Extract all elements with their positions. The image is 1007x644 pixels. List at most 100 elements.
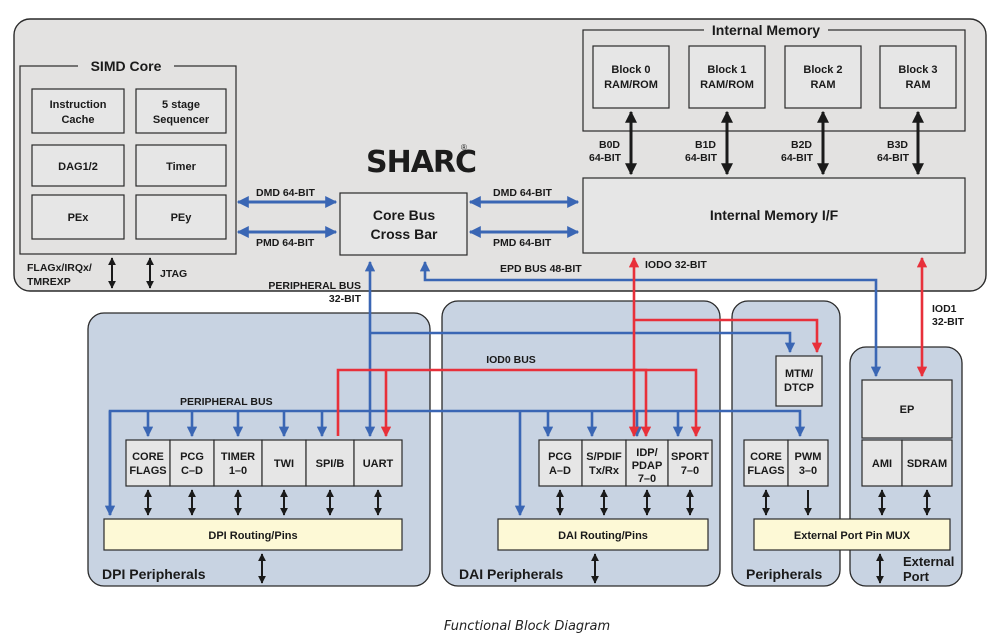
- svg-text:DTCP: DTCP: [784, 382, 814, 394]
- external-port-title-2: Port: [903, 569, 930, 584]
- svg-text:7–0: 7–0: [638, 473, 656, 485]
- iod1-width: 32-BIT: [932, 316, 965, 328]
- dag-block: DAG1/2: [31, 144, 125, 187]
- svg-text:SPORT: SPORT: [671, 451, 709, 463]
- b0d-width: 64-BIT: [589, 152, 622, 164]
- timer-block: Timer: [135, 144, 227, 187]
- internal-memory-interface: Internal Memory I/F: [582, 177, 966, 254]
- svg-text:C–D: C–D: [181, 465, 203, 477]
- dpi-routing-pins: DPI Routing/Pins: [103, 518, 403, 551]
- memory-block-1: Block 1 RAM/ROM: [688, 45, 766, 109]
- instruction-cache-block: Instruction Cache: [31, 88, 125, 134]
- dpi-uart-block: UART: [353, 439, 403, 487]
- registered-mark: ®: [461, 143, 467, 152]
- svg-text:TIMER: TIMER: [221, 451, 255, 463]
- dpi-core-flags-block: CORE FLAGS: [125, 439, 171, 487]
- pin-arrows: [144, 489, 931, 584]
- svg-text:PEx: PEx: [68, 212, 90, 224]
- internal-memory-title: Internal Memory: [712, 22, 820, 38]
- dpi-timer-block: TIMER 1–0: [213, 439, 263, 487]
- svg-text:5 stage: 5 stage: [162, 99, 200, 111]
- b0d-label: B0D: [599, 139, 620, 151]
- svg-text:PEy: PEy: [171, 212, 193, 224]
- svg-text:External Port Pin MUX: External Port Pin MUX: [794, 530, 911, 542]
- svg-text:PWM: PWM: [795, 451, 822, 463]
- peripherals-title: Peripherals: [746, 566, 822, 582]
- dai-spdif-block: S/PDIF Tx/Rx: [581, 439, 627, 487]
- svg-text:Core Bus: Core Bus: [373, 207, 435, 223]
- dai-peripherals-title: DAI Peripherals: [459, 566, 563, 582]
- memory-block-3: Block 3 RAM: [879, 45, 957, 109]
- core-bus-crossbar: Core Bus Cross Bar: [339, 192, 468, 256]
- b1d-width: 64-BIT: [685, 152, 718, 164]
- dai-pcg-block: PCG A–D: [538, 439, 583, 487]
- dai-idp-block: IDP/ PDAP 7–0: [625, 439, 669, 487]
- svg-text:S/PDIF: S/PDIF: [586, 451, 622, 463]
- svg-text:CORE: CORE: [132, 451, 164, 463]
- b2d-label: B2D: [791, 139, 812, 151]
- external-port-pin-mux: External Port Pin MUX: [753, 518, 951, 551]
- peripheral-bus-width: 32-BIT: [329, 293, 362, 305]
- svg-text:DAI Routing/Pins: DAI Routing/Pins: [558, 530, 648, 542]
- dai-sport-block: SPORT 7–0: [667, 439, 713, 487]
- dmd-right-label: DMD 64-BIT: [493, 187, 553, 199]
- ep-block: EP: [861, 379, 953, 439]
- memory-block-2: Block 2 RAM: [784, 45, 862, 109]
- dpi-twi-block: TWI: [261, 439, 307, 487]
- iod1-label: IOD1: [932, 303, 957, 315]
- svg-text:UART: UART: [363, 458, 394, 470]
- dpi-pcg-block: PCG C–D: [169, 439, 215, 487]
- svg-text:PDAP: PDAP: [632, 460, 663, 472]
- svg-text:FLAGS: FLAGS: [129, 465, 166, 477]
- figure-caption: Functional Block Diagram: [444, 619, 610, 634]
- inner-peripheral-bus-label: PERIPHERAL BUS: [180, 396, 273, 408]
- peripheral-bus-lines: [104, 260, 882, 517]
- dmd-left-label: DMD 64-BIT: [256, 187, 316, 199]
- simd-core-title: SIMD Core: [91, 58, 162, 74]
- pwm-block: PWM 3–0: [787, 439, 829, 487]
- svg-text:RAM/ROM: RAM/ROM: [604, 79, 658, 91]
- dpi-spi-block: SPI/B: [305, 439, 355, 487]
- svg-text:SDRAM: SDRAM: [907, 458, 947, 470]
- epd-bus-label: EPD BUS 48-BIT: [500, 263, 582, 275]
- svg-text:EP: EP: [900, 404, 915, 416]
- svg-text:Cross Bar: Cross Bar: [371, 226, 438, 242]
- svg-text:7–0: 7–0: [681, 465, 699, 477]
- jtag-label: JTAG: [160, 268, 187, 280]
- flags-label: FLAGx/IRQx/: [27, 262, 92, 274]
- svg-text:SPI/B: SPI/B: [316, 458, 345, 470]
- ami-block: AMI: [861, 439, 903, 487]
- tmrexp-label: TMREXP: [27, 276, 71, 288]
- peripheral-bus-label: PERIPHERAL BUS: [268, 280, 361, 292]
- pmd-right-label: PMD 64-BIT: [493, 237, 552, 249]
- b1d-label: B1D: [695, 139, 716, 151]
- svg-text:IDP/: IDP/: [636, 447, 657, 459]
- sdram-block: SDRAM: [901, 439, 953, 487]
- svg-text:PCG: PCG: [548, 451, 572, 463]
- svg-text:RAM: RAM: [905, 79, 930, 91]
- svg-text:Sequencer: Sequencer: [153, 114, 210, 126]
- svg-text:DPI Routing/Pins: DPI Routing/Pins: [208, 530, 297, 542]
- svg-text:1–0: 1–0: [229, 465, 247, 477]
- svg-text:Block 3: Block 3: [898, 64, 937, 76]
- svg-text:Tx/Rx: Tx/Rx: [589, 465, 620, 477]
- svg-text:3–0: 3–0: [799, 465, 817, 477]
- svg-text:TWI: TWI: [274, 458, 294, 470]
- iodo-bus-label: IODO 32-BIT: [645, 259, 707, 271]
- sharc-logo: SHARC: [366, 145, 476, 180]
- periph-core-flags-block: CORE FLAGS: [743, 439, 789, 487]
- svg-text:Block 0: Block 0: [611, 64, 650, 76]
- external-port-title-1: External: [903, 554, 954, 569]
- pmd-left-label: PMD 64-BIT: [256, 237, 315, 249]
- svg-text:PCG: PCG: [180, 451, 204, 463]
- dai-routing-pins: DAI Routing/Pins: [497, 518, 709, 551]
- iod0-bus-label: IOD0 BUS: [486, 354, 536, 366]
- svg-text:Timer: Timer: [166, 161, 196, 173]
- svg-text:Block 2: Block 2: [803, 64, 842, 76]
- svg-text:Cache: Cache: [61, 114, 94, 126]
- svg-text:DAG1/2: DAG1/2: [58, 161, 98, 173]
- mtm-dtcp-block: MTM/ DTCP: [775, 355, 823, 407]
- svg-text:Block 1: Block 1: [707, 64, 746, 76]
- svg-text:RAM/ROM: RAM/ROM: [700, 79, 754, 91]
